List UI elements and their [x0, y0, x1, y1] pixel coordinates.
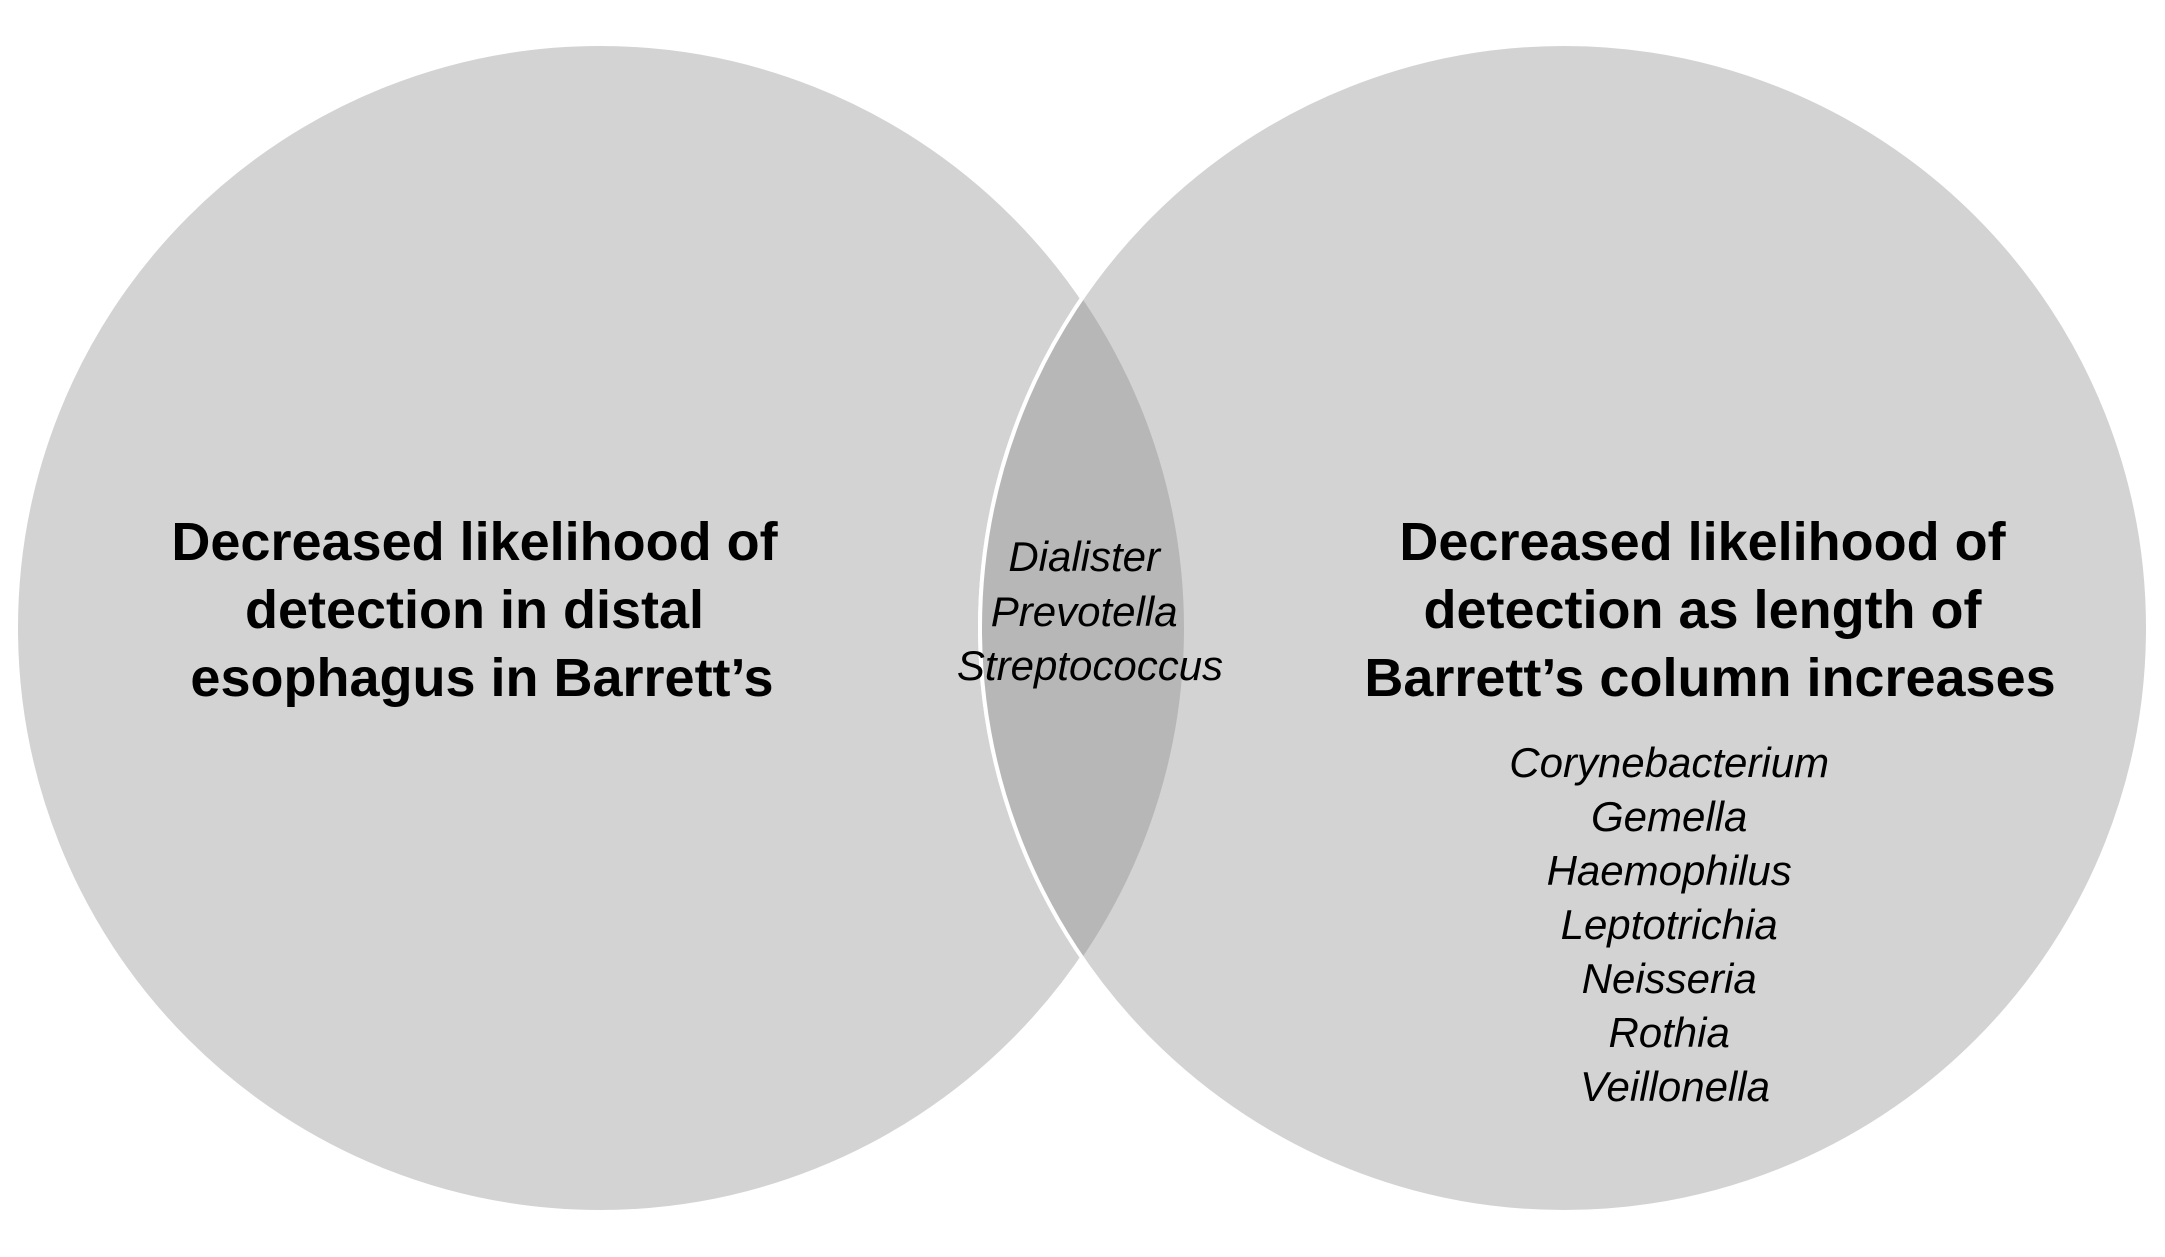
right-set-heading: Decreased likelihood of detection as len…: [1364, 512, 2055, 708]
right-set-item: Gemella: [1591, 793, 1747, 840]
right-set-item: Leptotrichia: [1561, 901, 1778, 948]
right-heading-line: detection as length of: [1423, 580, 1982, 640]
right-set-item: Rothia: [1608, 1009, 1729, 1056]
left-heading-line: Decreased likelihood of: [171, 512, 778, 572]
intersection-item: Prevotella: [991, 588, 1178, 635]
intersection-item: Streptococcus: [957, 642, 1223, 689]
intersection-outline: [978, 44, 1184, 1212]
left-heading-line: esophagus in Barrett’s: [190, 648, 773, 708]
right-heading-line: Decreased likelihood of: [1399, 512, 2006, 572]
right-set-item: Corynebacterium: [1509, 739, 1829, 786]
right-set-item: Veillonella: [1580, 1063, 1770, 1110]
right-set-item: Neisseria: [1582, 955, 1757, 1002]
intersection-item: Dialister: [1008, 533, 1162, 580]
right-set-item: Haemophilus: [1547, 847, 1792, 894]
left-set-heading: Decreased likelihood of detection in dis…: [171, 512, 792, 708]
intersection-items: Dialister Prevotella Streptococcus: [957, 533, 1223, 689]
right-heading-line: Barrett’s column increases: [1364, 648, 2055, 708]
left-heading-line: detection in distal: [245, 580, 704, 640]
right-set-items: Corynebacterium Gemella Haemophilus Lept…: [1509, 739, 1840, 1110]
